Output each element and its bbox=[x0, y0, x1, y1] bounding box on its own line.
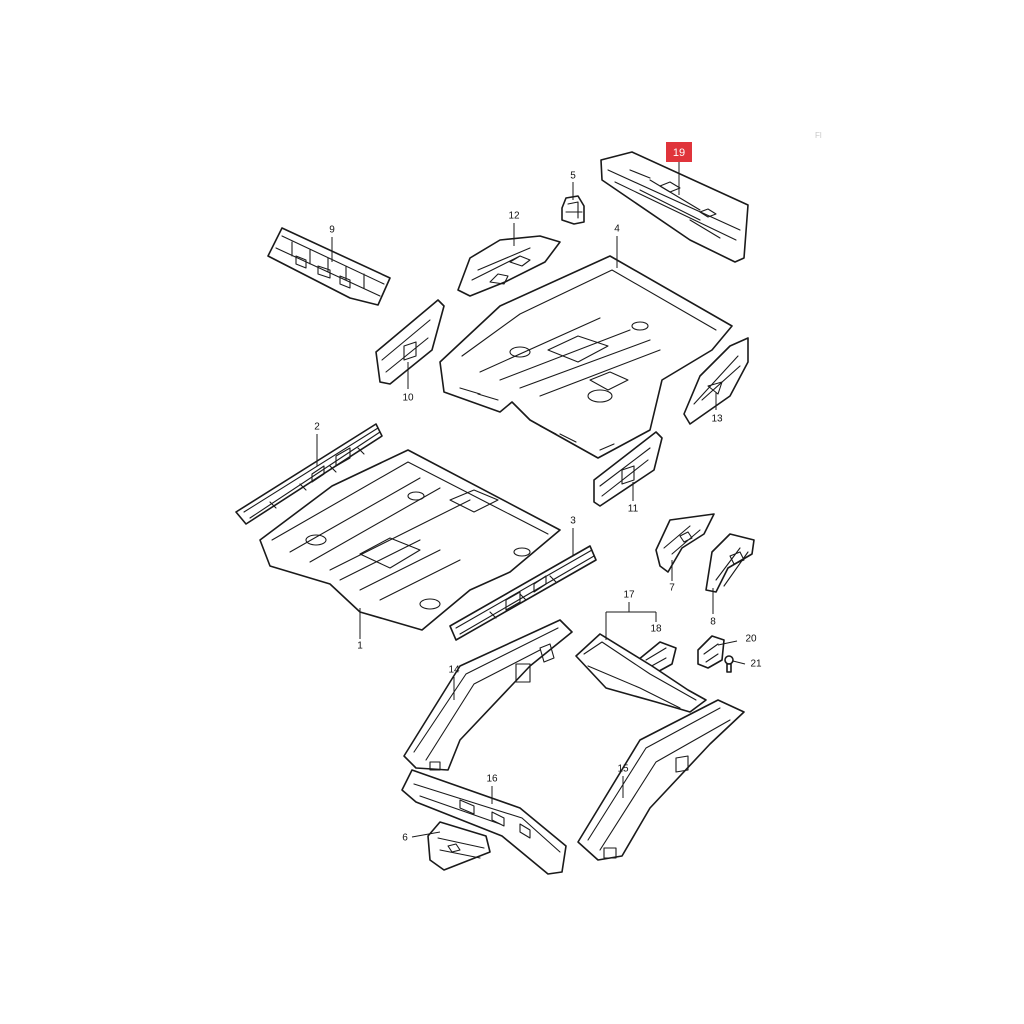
callout-18[interactable]: 18 bbox=[650, 624, 662, 635]
part-13-rear-bracket[interactable] bbox=[683, 337, 749, 425]
callout-10[interactable]: 10 bbox=[402, 393, 414, 404]
callout-19[interactable]: 19 bbox=[673, 147, 685, 159]
part-10-side-bracket[interactable] bbox=[375, 299, 445, 385]
part-21-bolt[interactable] bbox=[724, 655, 734, 673]
part-19-rear-panel[interactable] bbox=[600, 151, 749, 263]
part-5-bracket[interactable] bbox=[561, 195, 585, 225]
part-4-rear-floor-pan[interactable] bbox=[439, 255, 733, 459]
callout-11[interactable]: 11 bbox=[628, 504, 639, 515]
part-1-front-floor-pan[interactable] bbox=[259, 449, 561, 631]
callout-21[interactable]: 21 bbox=[750, 659, 762, 670]
callout-20[interactable]: 20 bbox=[745, 634, 757, 645]
part-6-plate[interactable] bbox=[427, 821, 491, 871]
part-11-side-panel[interactable] bbox=[593, 431, 663, 507]
callout-13[interactable]: 13 bbox=[711, 414, 723, 425]
callout-19-highlight bbox=[666, 142, 692, 162]
part-8-wheelhouse[interactable] bbox=[705, 533, 755, 593]
part-9-cross-member[interactable] bbox=[267, 227, 391, 306]
callout-12[interactable]: 12 bbox=[508, 211, 520, 222]
callout-labels: 19 5 12 4 9 10 13 11 2 1 3 7 8 17 18 20 … bbox=[314, 142, 762, 844]
callout-7[interactable]: 7 bbox=[669, 583, 675, 594]
part-17-rear-cross-frame[interactable] bbox=[575, 633, 707, 713]
callout-15[interactable]: 15 bbox=[617, 764, 629, 775]
part-2-left-rail[interactable] bbox=[235, 423, 383, 525]
leader-lines bbox=[316, 162, 746, 838]
callout-17[interactable]: 17 bbox=[623, 590, 635, 601]
callout-6[interactable]: 6 bbox=[402, 833, 408, 844]
callout-8[interactable]: 8 bbox=[710, 617, 716, 628]
corner-mark: Fl bbox=[815, 131, 822, 140]
part-20-small-bracket[interactable] bbox=[697, 635, 725, 669]
part-16-front-cross-member[interactable] bbox=[401, 769, 567, 875]
callout-16[interactable]: 16 bbox=[486, 774, 498, 785]
callout-1[interactable]: 1 bbox=[357, 641, 363, 652]
callout-3[interactable]: 3 bbox=[570, 516, 576, 527]
part-14-left-frame-rail[interactable] bbox=[403, 619, 573, 771]
part-12-tunnel-panel[interactable] bbox=[457, 235, 561, 297]
part-15-right-frame-rail[interactable] bbox=[577, 699, 745, 861]
callout-4[interactable]: 4 bbox=[614, 224, 620, 235]
callout-14[interactable]: 14 bbox=[448, 665, 460, 676]
callout-9[interactable]: 9 bbox=[329, 225, 335, 236]
part-3-right-rail[interactable] bbox=[449, 545, 597, 641]
callout-5[interactable]: 5 bbox=[570, 171, 576, 182]
callout-2[interactable]: 2 bbox=[314, 422, 320, 433]
part-7-bracket[interactable] bbox=[655, 513, 715, 573]
